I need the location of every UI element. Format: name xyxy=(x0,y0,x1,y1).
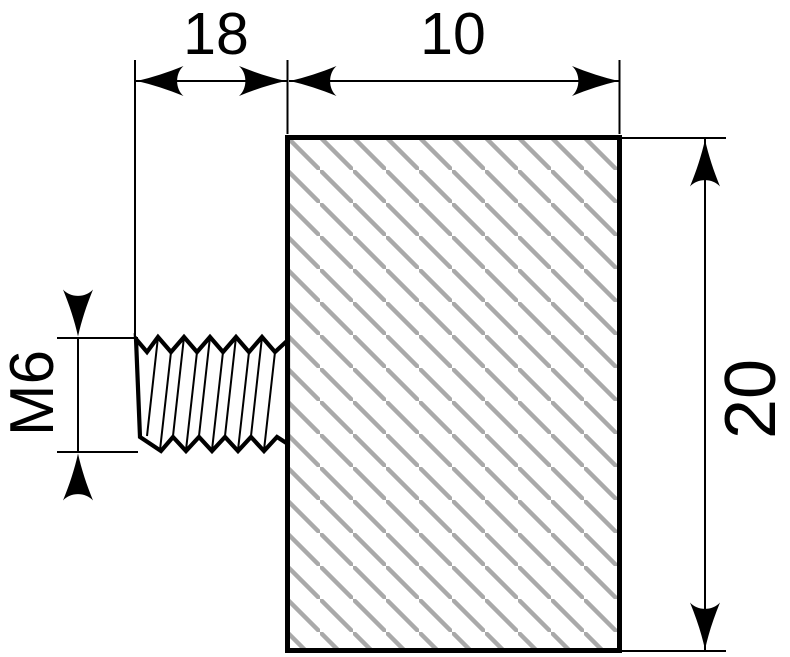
part-body-outline xyxy=(285,135,622,653)
dim-thread-length-label: 18 xyxy=(183,1,249,67)
arrowhead-down-icon xyxy=(690,602,720,650)
arrowhead-down-icon xyxy=(63,289,93,337)
arrowhead-left-icon xyxy=(289,66,337,96)
part-body-section xyxy=(285,135,622,653)
dim-body-height-label: 20 xyxy=(711,359,790,439)
dimension-body-height: 20 xyxy=(622,137,790,652)
dim-body-width-label: 10 xyxy=(420,1,486,67)
dimension-thread-length: 18 xyxy=(134,1,289,338)
arrowhead-up-icon xyxy=(63,453,93,501)
arrowhead-left-icon xyxy=(136,66,184,96)
thread-outline xyxy=(133,332,291,455)
arrowhead-up-icon xyxy=(690,139,720,187)
dimension-body-width: 10 xyxy=(289,1,621,134)
arrowhead-right-icon xyxy=(239,66,286,96)
threaded-stud-profile xyxy=(133,332,291,455)
dimension-thread-spec: M6 xyxy=(0,289,138,501)
thread-flank-lines xyxy=(146,336,276,451)
arrowhead-right-icon xyxy=(572,66,619,96)
dim-thread-spec-label: M6 xyxy=(0,350,67,436)
